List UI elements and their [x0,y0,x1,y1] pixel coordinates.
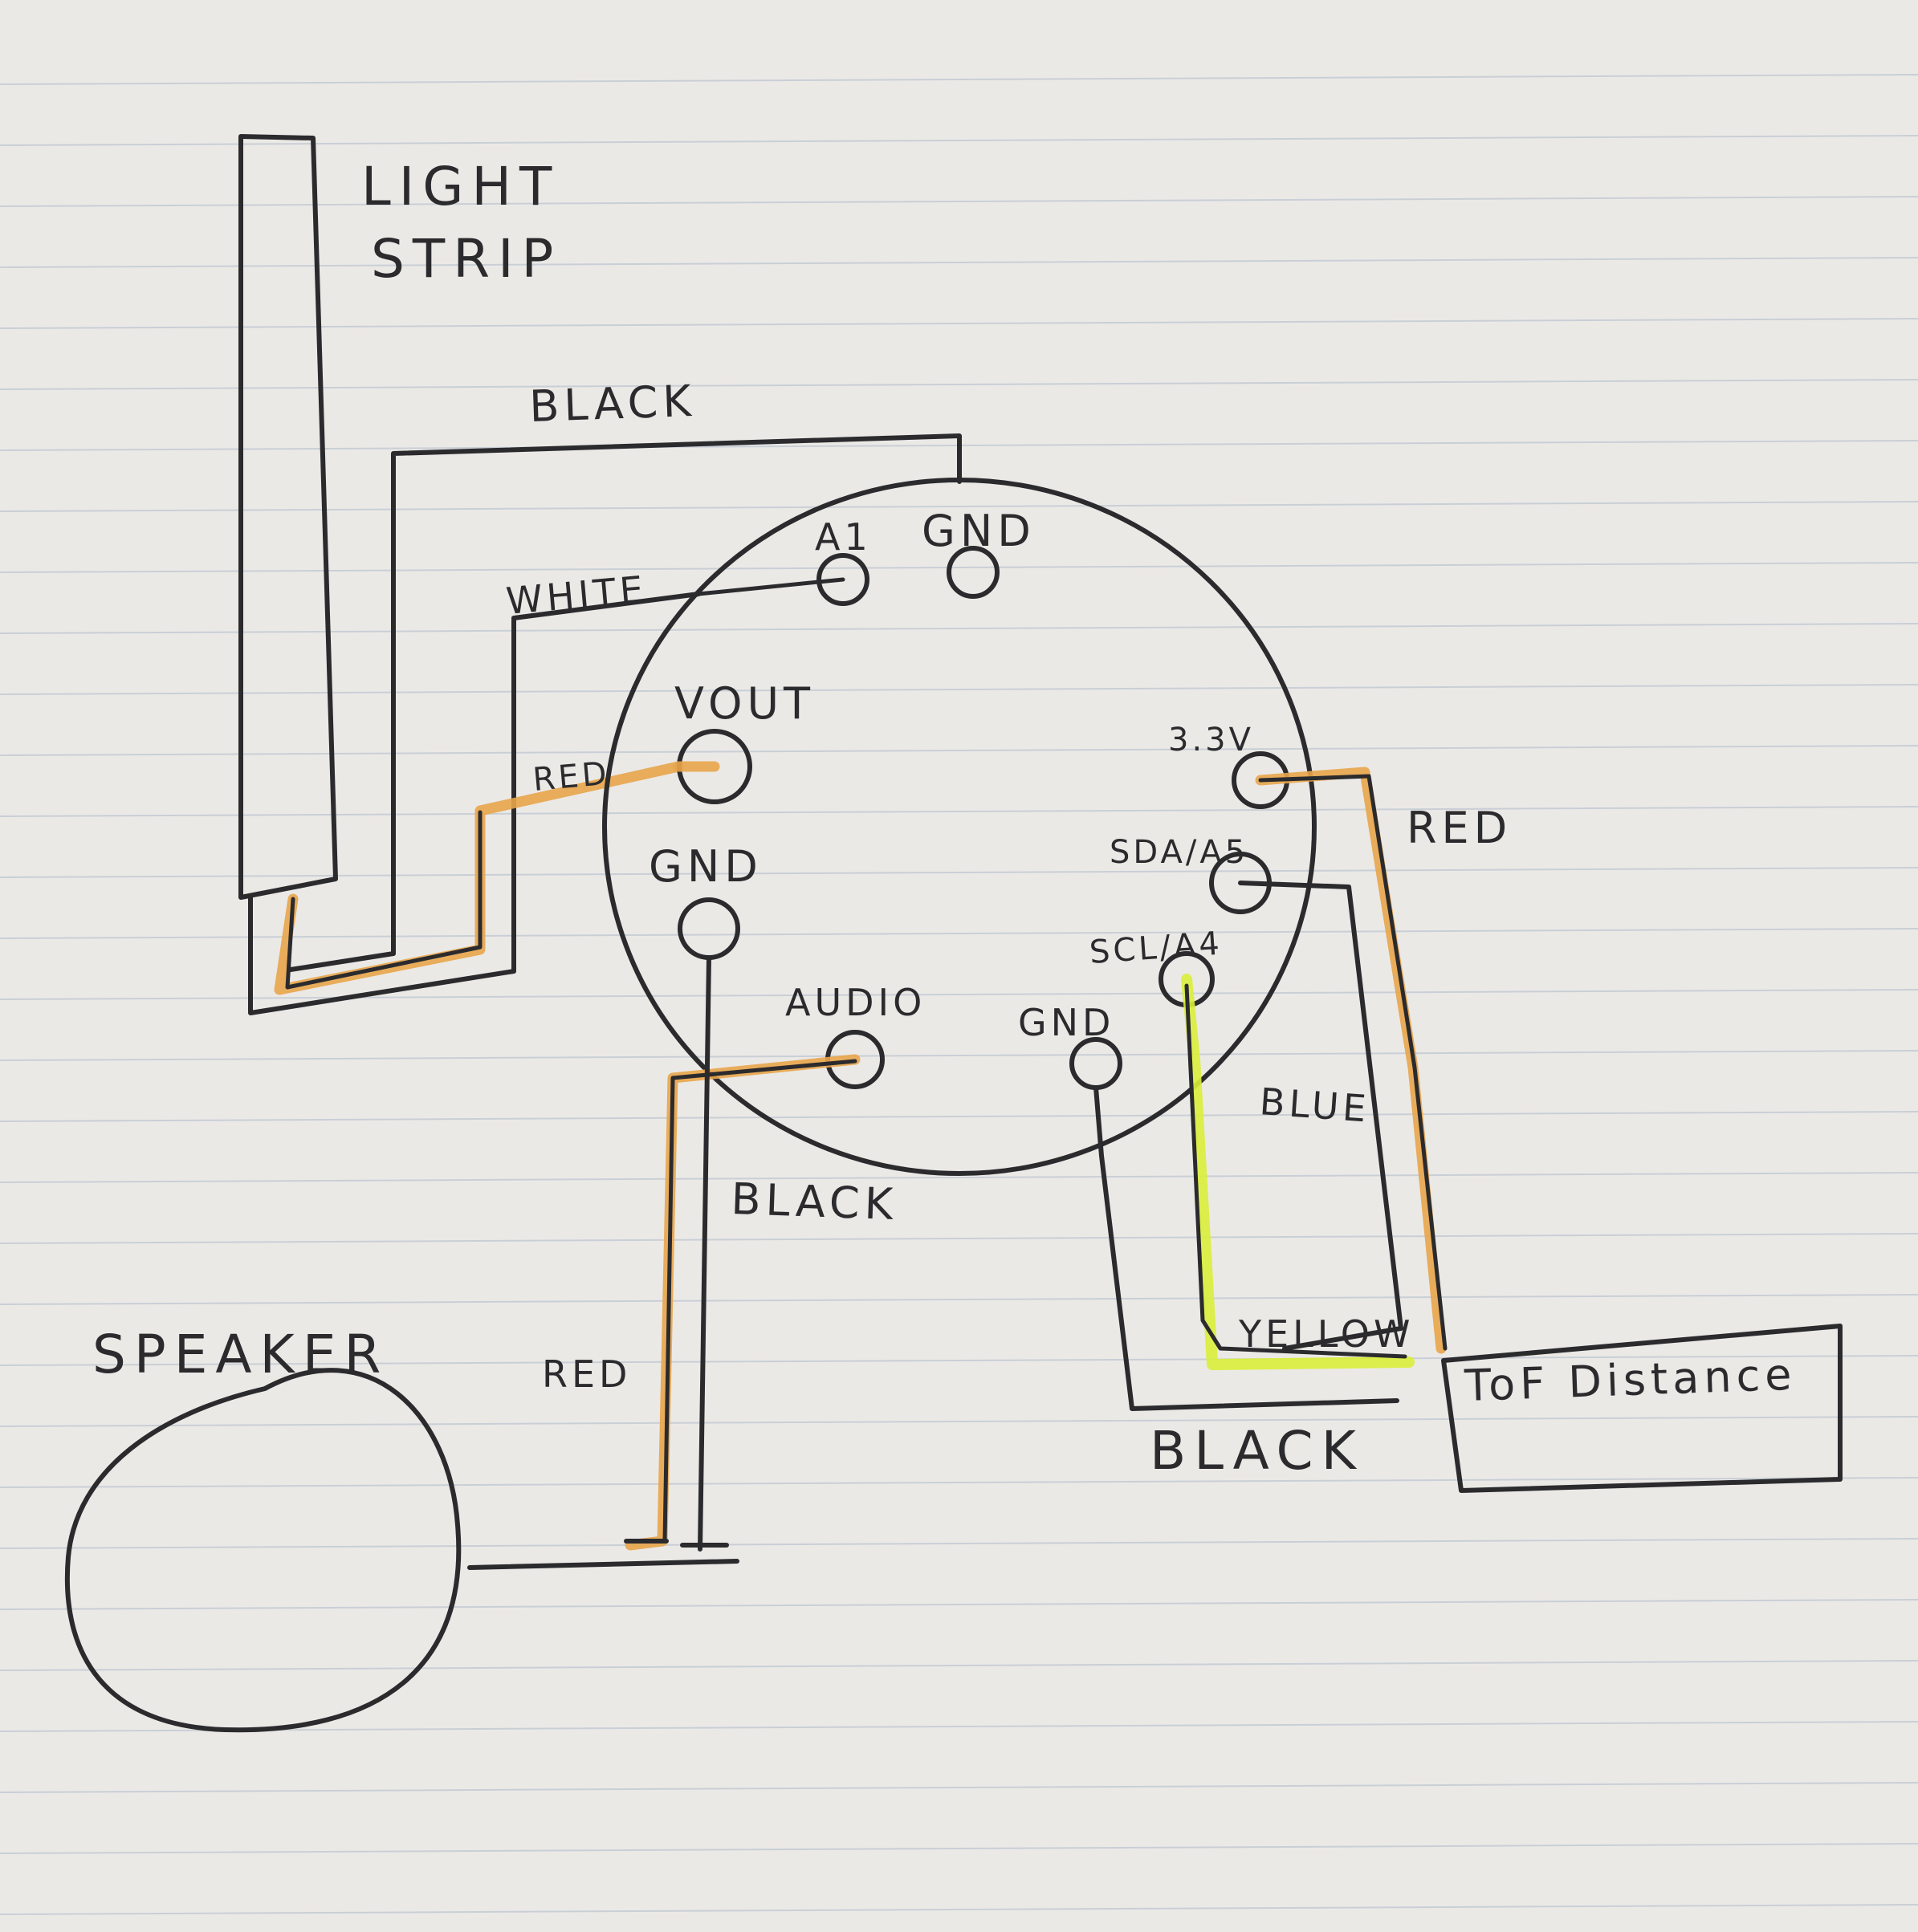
wire-label-red-vout: RED [531,755,612,799]
pin-label-sda: SDA/A5 [1110,834,1248,871]
notebook-rule-line [0,1782,1918,1793]
notebook-rule-line [0,1050,1918,1061]
wire-label-black-speaker: BLACK [731,1173,899,1230]
notebook-rule-line [0,1660,1918,1671]
notebook-rule-line [0,196,1918,207]
pin-3v3: 3.3V [1168,722,1289,809]
notebook-rules [0,74,1918,1915]
notebook-rule-line [0,257,1918,268]
pin-vout: VOUT [674,678,815,804]
light-strip-label-line1: LIGHT [361,156,560,218]
notebook-rule-line [0,1904,1918,1915]
wire-label-black-top: BLACK [528,376,697,432]
pin-label-a1: A1 [815,515,872,559]
pin-a1: A1 [815,515,872,606]
notebook-rule-line [0,379,1918,390]
notebook-rule-line [0,135,1918,146]
notebook-rule-line [0,745,1918,756]
wire-label-black-tof: BLACK [1150,1420,1364,1482]
notebook-rule-line [0,1477,1918,1488]
pin-label-gnd-left: GND [649,841,763,892]
microcontroller-board [602,478,1317,1176]
notebook-rule-line [0,867,1918,878]
notebook-rule-line [0,1843,1918,1854]
notebook-rule-line [0,1294,1918,1305]
notebook-rule-line [0,684,1918,695]
speaker [64,1368,462,1733]
notebook-rule-line [0,562,1918,573]
tof-distance-sensor [1441,1324,1843,1493]
notebook-rule-line [0,928,1918,939]
wire-label-white: WHITE [504,567,649,623]
notebook-rule-line [0,318,1918,329]
notebook-rule-line [0,623,1918,634]
pin-label-gnd-top: GND [922,506,1036,556]
pin-gnd-bottom: GND [1018,1001,1122,1090]
notebook-rule-line [0,1355,1918,1366]
pin-audio: AUDIO [785,981,926,1089]
pin-gnd-left: GND [649,841,763,960]
speaker-label: SPEAKER [92,1324,389,1385]
notebook-rule-line [0,1233,1918,1244]
pin-sda: SDA/A5 [1110,834,1272,914]
light-strip [238,134,338,900]
pin-label-vout: VOUT [674,678,815,729]
pin-label-3v3: 3.3V [1168,722,1254,759]
wire-label-red-33: RED [1407,803,1512,853]
wire-label-yellow: YELLOW [1238,1312,1414,1356]
tof-distance-label: ToF Distance [1463,1349,1797,1411]
notebook-rule-line [0,501,1918,512]
notebook-rule-line [0,806,1918,817]
notebook-rule-line [0,989,1918,1000]
notebook-rule-line [0,1538,1918,1549]
pin-gnd-top: GND [922,506,1036,599]
notebook-rule-line [0,74,1918,85]
pin-label-audio: AUDIO [785,981,926,1024]
pin-label-gnd-bottom: GND [1018,1001,1114,1044]
light-strip-label-line2: STRIP [371,228,561,290]
wire-label-blue: BLUE [1258,1080,1371,1130]
notebook-rule-line [0,1721,1918,1732]
notebook-rule-line [0,1416,1918,1427]
wire-label-red-speaker: RED [542,1352,631,1396]
notebook-rule-line [0,1172,1918,1183]
notebook-rule-line [0,1111,1918,1122]
notebook-rule-line [0,1599,1918,1610]
